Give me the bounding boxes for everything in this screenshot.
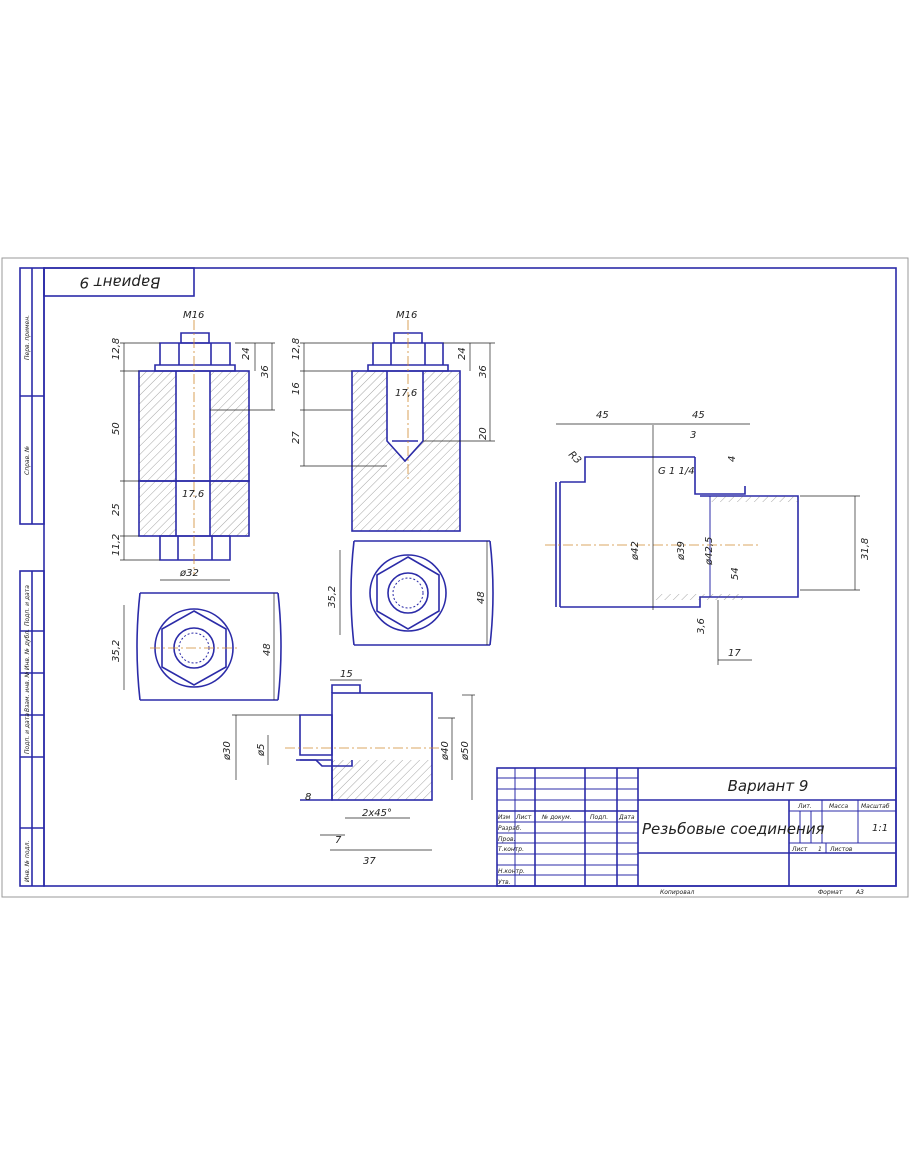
stamp-label: Взам. инв. № <box>24 671 31 712</box>
dim: 11,2 <box>111 534 122 556</box>
dim: ø5 <box>256 744 267 757</box>
dim: 7 <box>335 835 342 846</box>
format-value: А3 <box>855 889 864 896</box>
dim: 31,8 <box>860 538 871 560</box>
dim: ø30 <box>222 741 233 761</box>
dim: 36 <box>478 365 489 378</box>
format-label: Формат <box>818 889 843 896</box>
dim: 35,2 <box>327 586 338 608</box>
dim: 48 <box>262 643 273 656</box>
dim: ø40 <box>440 741 451 761</box>
dim: ø39 <box>676 541 687 561</box>
role-label: Н.контр. <box>498 868 525 875</box>
stamp-label: Подп. и дата <box>24 713 31 754</box>
stamp-label: Перв. примен. <box>24 315 31 360</box>
dim: 20 <box>478 427 489 440</box>
side-stamp: Перв. примен. Справ. № Подп. и дата Инв.… <box>19 267 45 887</box>
header-label: Подп. <box>590 814 608 821</box>
dim: 45 <box>596 410 609 421</box>
dim: ø42 <box>630 541 641 561</box>
dim: ø50 <box>460 741 471 761</box>
dim: R3 <box>566 449 583 466</box>
dim: 17,6 <box>395 388 417 399</box>
title-block: Вариант 9 Резьбовые соединения Изм Лист … <box>496 767 897 887</box>
dim-thread: M16 <box>396 310 417 321</box>
dim: 37 <box>363 856 376 867</box>
variant-title: Вариант 9 <box>728 777 809 795</box>
dim: 3,6 <box>696 618 707 634</box>
dim: 17,6 <box>182 489 204 500</box>
dim: 24 <box>457 347 468 360</box>
screw-connection-view: 15 ø30 ø5 ø40 ø50 8 2x45° 7 37 <box>222 669 475 867</box>
pipe-connection-view: 45 45 3 R3 G 1 1/4 4 ø42 ø39 ø42,5 54 31… <box>545 410 871 665</box>
role-label: Т.контр. <box>498 846 524 853</box>
dim: 36 <box>260 365 271 378</box>
scale-value: 1:1 <box>872 823 888 834</box>
dim: 12,8 <box>111 338 122 360</box>
dim: 17 <box>728 648 741 659</box>
lit-label: Лит. <box>797 803 812 810</box>
variant-rotated-text: Вариант 9 <box>80 274 161 292</box>
dim: G 1 1/4 <box>658 466 695 477</box>
stamp-label: Справ. № <box>24 446 31 475</box>
dim: 24 <box>241 347 252 360</box>
dim: 50 <box>111 422 122 435</box>
sheet-label: Лист <box>791 846 808 853</box>
role-label: Пров. <box>498 836 516 843</box>
dim: 3 <box>690 430 696 441</box>
dim: 8 <box>305 792 311 803</box>
dim: 4 <box>727 456 738 462</box>
dim: 2x45° <box>362 808 392 819</box>
dim-thread: M16 <box>183 310 204 321</box>
dim: 54 <box>730 567 741 580</box>
stamp-label: Инв. № подл. <box>24 841 31 882</box>
dim: 35,2 <box>111 640 122 662</box>
dim: ø32 <box>179 568 199 579</box>
dim: 16 <box>291 382 302 395</box>
sheet-border <box>1 257 909 898</box>
bolt-connection-view: M16 12,8 24 36 50 25 11,2 17,6 ø32 35,2 … <box>111 310 282 701</box>
sheet-number: 1 <box>818 846 822 853</box>
dim: 25 <box>111 503 122 516</box>
role-label: Утв. <box>498 879 511 886</box>
dim: 27 <box>291 431 302 444</box>
header-label: № докум. <box>541 814 572 821</box>
copied-label: Копировал <box>660 889 694 896</box>
stamp-label: Подп. и дата <box>24 585 31 626</box>
sheets-label: Листов <box>829 846 853 853</box>
variant-label-box: Вариант 9 <box>43 267 195 297</box>
dim: 45 <box>692 410 705 421</box>
stud-connection-view: M16 12,8 24 36 16 17,6 27 20 35,2 48 <box>291 310 495 646</box>
scale-label: Масштаб <box>861 803 890 810</box>
header-label: Изм <box>498 814 511 821</box>
mass-label: Масса <box>829 803 848 810</box>
header-label: Лист <box>515 814 532 821</box>
header-label: Дата <box>618 814 635 821</box>
dim: ø42,5 <box>704 537 715 566</box>
drawing-title: Резьбовые соединения <box>642 820 825 838</box>
role-label: Разраб. <box>498 825 522 832</box>
stamp-label: Инв. № дубл. <box>24 629 31 670</box>
dim: 48 <box>476 591 487 604</box>
dim: 15 <box>340 669 353 680</box>
dim: 12,8 <box>291 338 302 360</box>
